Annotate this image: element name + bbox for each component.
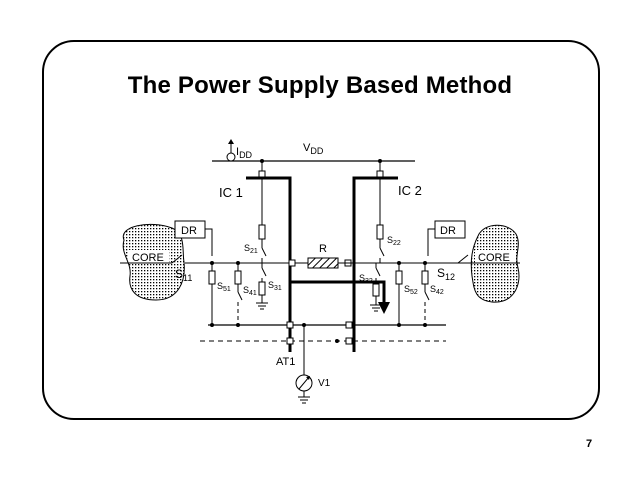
pin (376, 170, 384, 178)
pin (286, 321, 294, 329)
s31-label: S31 (268, 280, 282, 292)
resistor-s31 (258, 281, 266, 296)
ic1-label: IC 1 (219, 185, 243, 200)
core-right-label: CORE (478, 252, 510, 264)
resistor-r (307, 257, 339, 269)
idd-label: IDD (236, 146, 253, 160)
resistor-s52 (395, 270, 403, 285)
s12-label: S12 (437, 266, 455, 282)
resistor-s42 (421, 270, 429, 285)
idd-meter-icon (226, 139, 236, 162)
resistor-s32 (372, 283, 380, 297)
voltmeter-icon (295, 374, 313, 392)
pin (286, 337, 294, 345)
ammeter-label: AT1 (276, 356, 295, 368)
resistor-label: R (319, 243, 327, 255)
core-left-label: CORE (132, 252, 164, 264)
slide-title: The Power Supply Based Method (127, 72, 513, 99)
ic1-boundary (246, 176, 292, 352)
core-right-blob (470, 224, 520, 303)
pin (258, 170, 266, 178)
voltmeter-label: V1 (318, 378, 331, 389)
pin (288, 259, 296, 267)
resistor-s41 (234, 270, 242, 285)
s52-label: S52 (404, 284, 418, 296)
ground-icon (298, 396, 310, 404)
resistor-s22 (376, 224, 384, 240)
slide-frame (42, 40, 600, 420)
dr-left-label: DR (181, 225, 197, 237)
ground-icon (256, 302, 268, 310)
dr-right-label: DR (440, 225, 456, 237)
resistor-s21 (258, 224, 266, 240)
ic2-boundary (352, 176, 398, 352)
s11-label: S11 (175, 267, 192, 283)
current-path-arrow-icon (290, 280, 390, 314)
s21-label: S21 (244, 243, 258, 255)
ic2-label: IC 2 (398, 183, 422, 198)
s22-label: S22 (387, 235, 401, 247)
s51-label: S51 (217, 281, 231, 293)
pin (345, 337, 353, 345)
vdd-label: VDD (303, 142, 324, 156)
s42-label: S42 (430, 284, 444, 296)
resistor-s51 (208, 270, 216, 285)
pin (345, 321, 353, 329)
page-number: 7 (586, 438, 593, 450)
s41-label: S41 (243, 285, 257, 297)
